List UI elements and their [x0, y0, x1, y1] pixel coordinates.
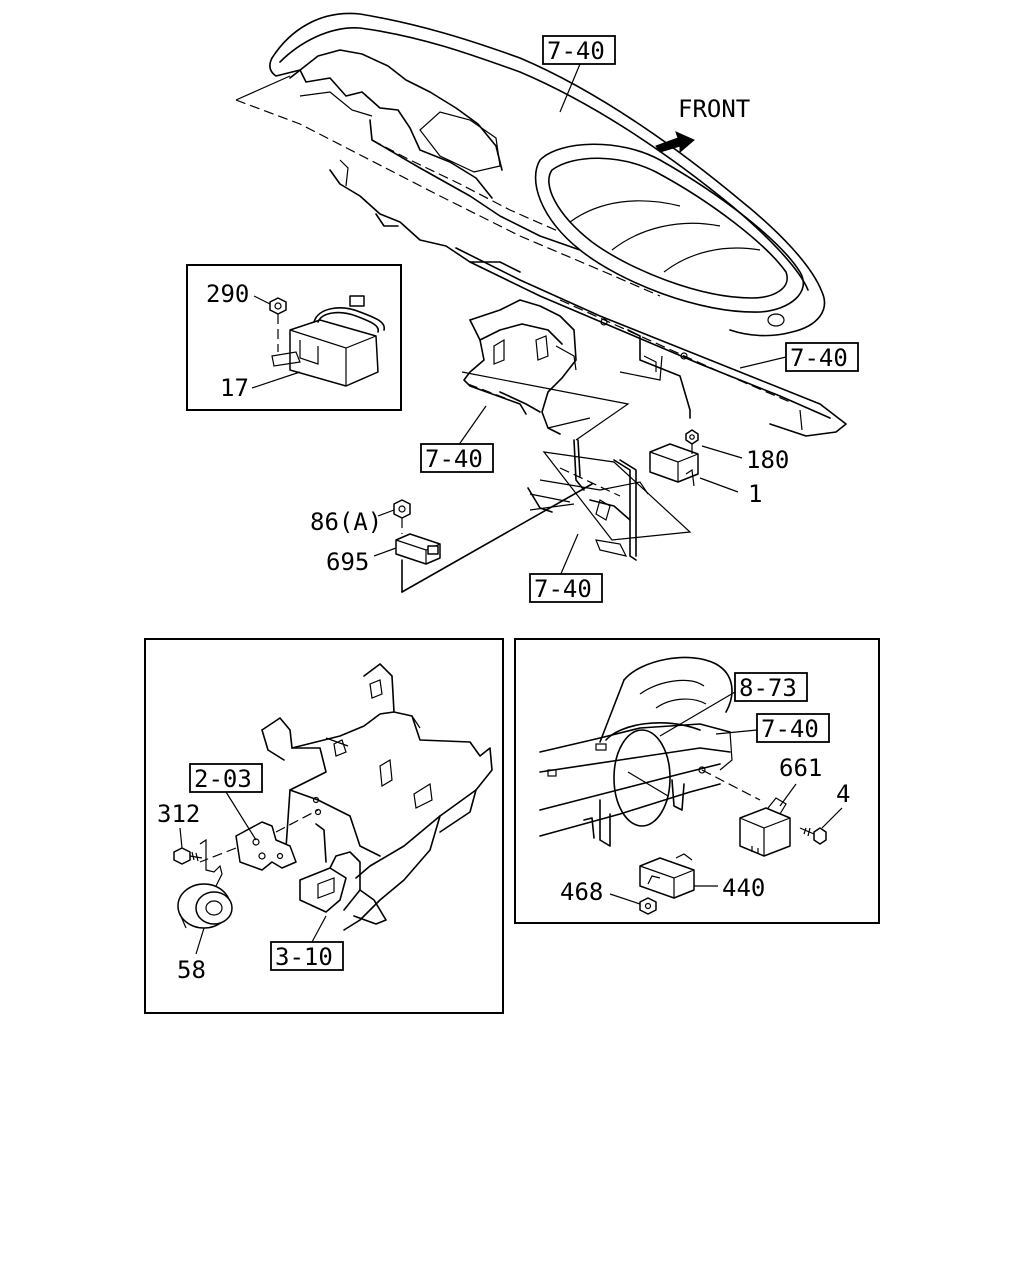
part-86a-label: 86(A)	[310, 508, 382, 536]
front-arrow-icon	[655, 131, 695, 154]
horn-58	[177, 883, 233, 929]
ref-bracket-left-label: 7-40	[425, 445, 483, 473]
ref-dash-top: 7-40	[542, 35, 616, 113]
ref-bracket-bottom-label: 7-40	[534, 575, 592, 603]
part-468-label: 468	[560, 878, 603, 906]
ref-right-upper-label: 8-73	[739, 674, 797, 702]
module-661	[739, 797, 791, 857]
dashboard-panel	[235, 12, 847, 437]
part-290-label: 290	[206, 280, 249, 308]
part-180-label: 180	[746, 446, 789, 474]
ref-right-lower-label: 7-40	[761, 715, 819, 743]
module-440	[639, 853, 695, 899]
control-module-1: 180 1	[649, 429, 789, 508]
nut-468	[639, 897, 657, 915]
part-1-label: 1	[748, 480, 762, 508]
ref-bracket-left: 7-40	[420, 405, 494, 473]
nut-290	[269, 297, 287, 352]
beam-support-bracket	[619, 329, 691, 419]
bolt-4	[799, 827, 827, 845]
part-312-label: 312	[157, 800, 200, 828]
ref-dash-top-label: 7-40	[547, 37, 605, 65]
part-661-label: 661	[779, 754, 822, 782]
part-695-label: 695	[326, 548, 369, 576]
part-4-label: 4	[836, 780, 850, 808]
sensor-module-17	[271, 295, 385, 387]
center-mounting-bracket	[461, 299, 630, 441]
ref-frame-rail-label: 3-10	[275, 943, 333, 971]
part-58-label: 58	[177, 956, 206, 984]
front-label: FRONT	[678, 95, 750, 123]
inset-column-module: 661 4 440 468 8-73 7-40	[514, 638, 880, 924]
ref-horn-bracket-label: 2-03	[194, 765, 252, 793]
ref-dash-right-label: 7-40	[790, 344, 848, 372]
part-17-label: 17	[220, 374, 249, 402]
bolt-312	[173, 847, 203, 865]
ref-dash-right: 7-40	[739, 342, 859, 372]
sensor-695: 86(A) 695	[310, 499, 441, 576]
front-indicator: FRONT	[655, 95, 750, 154]
ref-bracket-bottom: 7-40	[529, 533, 603, 603]
inset-sensor-module: 290 17	[186, 264, 402, 411]
lower-mounting-area	[401, 439, 692, 593]
part-440-label: 440	[722, 874, 765, 902]
inset-horn: 312 58 2-03 3-10	[144, 638, 504, 1014]
